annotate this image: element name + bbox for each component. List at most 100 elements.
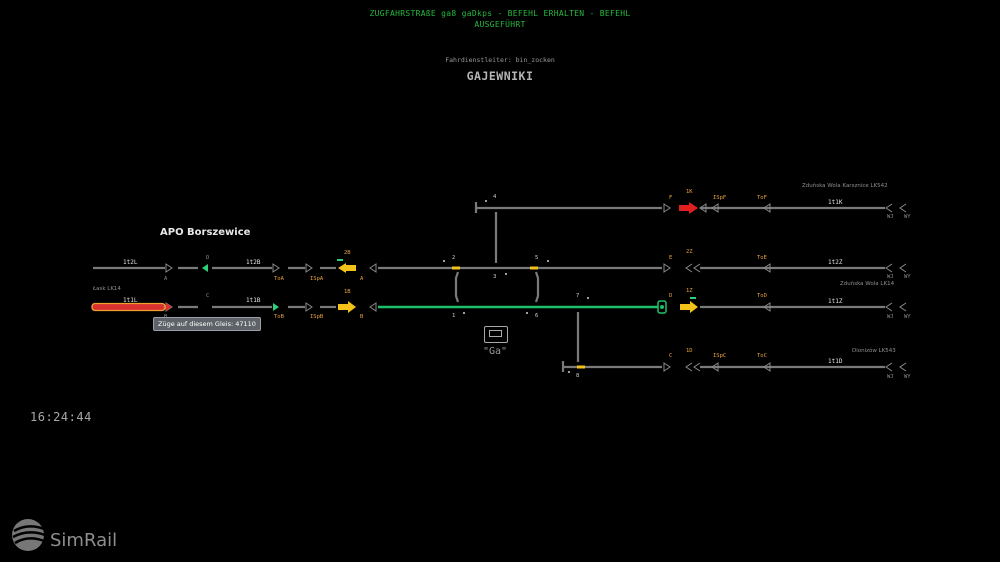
switch-2[interactable]: 2 (452, 255, 456, 261)
label-WJ-4: WJ (887, 374, 894, 380)
label-WJ-1: WJ (887, 214, 894, 220)
signal-label-ISpC: ISpC (713, 353, 727, 359)
clock: 16:24:44 (30, 410, 92, 424)
switch-3[interactable]: 3 (493, 274, 497, 280)
signal-ToD[interactable] (763, 302, 771, 312)
switch-6[interactable]: 6 (535, 313, 539, 319)
signal-label-1Z: 1Z (686, 288, 693, 294)
signal-D-route-end[interactable] (657, 300, 667, 314)
station-title: GAJEWNIKI (466, 69, 534, 83)
signal-markers (165, 203, 907, 372)
signal-label-2B: 2B (344, 250, 351, 256)
label-WY-4: WY (904, 374, 911, 380)
signal-1K-red[interactable] (679, 202, 698, 214)
signal-label-ISpA: ISpA (310, 276, 324, 282)
signal-label-ISpB: ISpB (310, 314, 324, 320)
switch-dots (443, 200, 589, 373)
block-end-1K (885, 203, 907, 213)
label-1t1K: 1t1K (828, 199, 843, 206)
switch-8[interactable]: 8 (576, 373, 580, 379)
simrail-logo-icon (12, 519, 46, 551)
switch-5-marker[interactable] (530, 266, 538, 270)
switch-2-marker[interactable] (452, 266, 460, 270)
signal-C-right[interactable] (663, 362, 671, 372)
signal-ToC[interactable] (763, 362, 771, 372)
signal-ToF[interactable] (763, 203, 771, 213)
label-1t1B: 1t1B (246, 297, 261, 304)
signal-ToE[interactable] (763, 263, 771, 273)
signal-label-1D: 1D (686, 348, 693, 354)
signal-2B-yellow[interactable] (338, 263, 356, 273)
signal-label-C-right: C (669, 353, 673, 359)
label-1t2L: 1t2L (123, 259, 138, 266)
block-end-2Z (885, 263, 907, 273)
switch-1[interactable]: 1 (452, 313, 456, 319)
occupied-track-1t1L[interactable] (91, 302, 166, 312)
switch-4[interactable]: 4 (493, 194, 497, 200)
status-message: ZUGFAHRSTRAßE ga8 gaDkps - BEFEHL ERHALT… (0, 8, 1000, 30)
signal-box-label: "Ga" (483, 346, 508, 357)
signal-label-1K: 1K (686, 189, 693, 195)
switch-8-marker[interactable] (577, 365, 585, 369)
signal-D-green[interactable] (202, 264, 208, 272)
label-1t2Z: 1t2Z (828, 259, 843, 266)
signal-2Z[interactable] (685, 263, 701, 273)
status-line-1: ZUGFAHRSTRAßE ga8 gaDkps - BEFEHL ERHALT… (369, 9, 631, 18)
signal-label-ToE: ToE (757, 255, 767, 261)
dest-zdunska: Zduńska Wola LK14 (840, 281, 895, 287)
label-WY-3: WY (904, 314, 911, 320)
signal-ISpF[interactable] (711, 203, 719, 213)
signal-label-C: C (206, 293, 210, 299)
crossover-2-1[interactable] (454, 271, 460, 303)
signal-label-A: A (360, 276, 364, 282)
signal-label-D-right: D (669, 293, 673, 299)
simrail-logo-text: SimRail (50, 530, 118, 551)
block-end-1D (885, 362, 907, 372)
signal-B-main[interactable] (369, 302, 377, 312)
switch-5[interactable]: 5 (535, 255, 539, 261)
signal-label-1B: 1B (344, 289, 351, 295)
status-line-2: AUSGEFÜHRT (474, 20, 526, 29)
dispatcher-label: Fahrdienstleiter: bin_zocken (445, 56, 555, 64)
signal-label-ToC: ToC (757, 353, 767, 359)
signal-ISpC[interactable] (711, 362, 719, 372)
signal-A-left[interactable] (165, 263, 173, 273)
signal-box-icon[interactable] (484, 326, 508, 343)
block-end-1Z (885, 302, 907, 312)
track-lines (93, 202, 885, 372)
dest-lask: Łask LK14 (93, 286, 121, 292)
dest-karsznice: Zduńska Wola Karsznice LK542 (802, 183, 888, 189)
track-tooltip: Züge auf diesem Gleis: 47110 (153, 317, 261, 331)
signal-F[interactable] (663, 203, 671, 213)
signal-label-ToD: ToD (757, 293, 767, 299)
signal-label-ToA: ToA (274, 276, 284, 282)
signal-A-main[interactable] (369, 263, 377, 273)
signal-label-D: D (206, 255, 210, 261)
signal-E[interactable] (663, 263, 671, 273)
label-1t1Z: 1t1Z (828, 298, 843, 305)
signal-1K-back[interactable] (699, 203, 707, 213)
signal-entry-red[interactable] (166, 303, 172, 311)
crossover-5-6[interactable] (534, 271, 540, 303)
label-1t1D: 1t1D (828, 358, 843, 365)
label-WJ-3: WJ (887, 314, 894, 320)
signal-1Z-yellow[interactable] (680, 301, 698, 313)
signal-1B-yellow[interactable] (338, 301, 356, 313)
label-WJ-2: WJ (887, 274, 894, 280)
signal-1Z-indicator (690, 297, 696, 299)
signal-ToB-green[interactable] (273, 303, 279, 311)
label-1t2B: 1t2B (246, 259, 261, 266)
signal-1D[interactable] (685, 362, 701, 372)
signal-label-A-left: A (164, 276, 168, 282)
switch-7[interactable]: 7 (576, 293, 580, 299)
signal-label-B: B (360, 314, 364, 320)
signal-label-E: E (669, 255, 673, 261)
signal-ISpA[interactable] (305, 263, 313, 273)
signal-label-ISpF: ISpF (713, 195, 727, 201)
signal-label-ToB: ToB (274, 314, 284, 320)
signal-label-F: F (669, 195, 673, 201)
signal-label-ToF: ToF (757, 195, 767, 201)
signal-ToA[interactable] (272, 263, 280, 273)
signal-ISpB[interactable] (305, 302, 313, 312)
